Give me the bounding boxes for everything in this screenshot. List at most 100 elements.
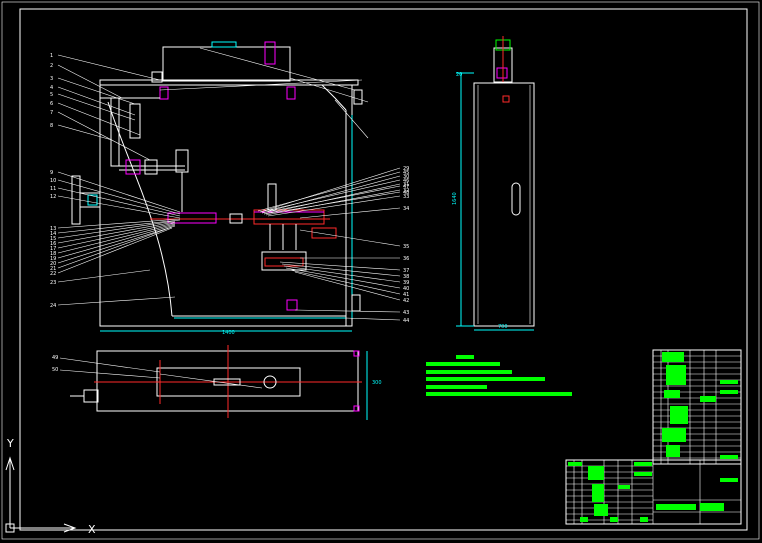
ucs-icon: Y X xyxy=(5,437,96,536)
callout-number: 9 xyxy=(50,170,53,176)
callout-number: 40 xyxy=(403,286,409,292)
leader-left xyxy=(57,171,181,213)
callout-number: 17 xyxy=(50,246,56,252)
callout-number: 38 xyxy=(403,274,409,280)
callout-number: 39 xyxy=(403,280,409,286)
leader-left xyxy=(57,219,181,234)
leader-right xyxy=(279,261,401,271)
bom-text-block xyxy=(662,428,686,442)
callout-number: 43 xyxy=(403,310,409,316)
leader-left xyxy=(57,86,136,116)
callout-number: 21 xyxy=(50,266,56,272)
lower-assembly xyxy=(261,251,307,271)
callout-number: 30 xyxy=(403,174,409,180)
bom-text-block xyxy=(618,485,630,489)
callout-number: 24 xyxy=(50,303,56,309)
leader-right xyxy=(289,269,401,295)
top-view: 300 49 50 xyxy=(52,345,382,420)
leader-left xyxy=(57,77,136,105)
callout-number: 10 xyxy=(50,178,56,184)
callout-number: 41 xyxy=(403,292,409,298)
leader-left xyxy=(57,296,176,306)
callout-number: 48 xyxy=(403,190,409,196)
leader-top-1 xyxy=(199,47,356,91)
callout-number: 18 xyxy=(50,251,56,257)
top-left-fitting xyxy=(151,71,163,83)
lid-handle xyxy=(211,41,237,48)
bom-text-block xyxy=(580,517,588,522)
callout-number: 23 xyxy=(50,280,56,286)
valve-2 xyxy=(125,159,141,175)
leader-right xyxy=(294,309,401,313)
leader-right xyxy=(261,185,401,214)
leader-right xyxy=(294,271,401,301)
callout-number: 16 xyxy=(50,241,56,247)
bom-text-block xyxy=(670,406,688,424)
callout-number: 22 xyxy=(50,271,56,277)
callout-number: 7 xyxy=(50,110,53,116)
leader-right xyxy=(285,267,401,289)
side-handle-mark xyxy=(502,95,510,103)
callout-number: 33 xyxy=(403,194,409,200)
ucs-origin-box xyxy=(5,523,15,533)
callout-number: 37 xyxy=(403,268,409,274)
bom-text-block xyxy=(656,504,696,510)
bom-table-lower xyxy=(565,459,742,525)
bom-text-block xyxy=(640,517,648,522)
width-dimension-text: 1400 xyxy=(222,330,235,336)
notes-heading-bar xyxy=(456,355,474,359)
callout-number: 1 xyxy=(50,53,53,59)
mount-top-right xyxy=(286,86,296,100)
housing-outline xyxy=(99,85,353,327)
callout-number: 19 xyxy=(50,256,56,262)
leader-left xyxy=(57,226,173,269)
leader-right xyxy=(257,171,401,212)
valve-4 xyxy=(175,149,189,173)
callout-number: 8 xyxy=(50,123,53,129)
plan-height-text: 300 xyxy=(372,380,382,386)
front-view: 1400 12345678910111213141516171819202122… xyxy=(50,41,409,336)
leader-left xyxy=(57,64,123,99)
callout-number: 42 xyxy=(403,298,409,304)
bom-grid xyxy=(566,350,742,524)
bom-text-block xyxy=(720,380,738,384)
side-fitting-detail xyxy=(496,67,508,79)
bom-text-block xyxy=(720,455,738,459)
note-line-4 xyxy=(426,385,487,389)
note-line-2 xyxy=(426,370,512,374)
leader-left xyxy=(57,111,151,161)
callout-number: 36 xyxy=(403,256,409,262)
plan-callout-2: 50 xyxy=(52,367,58,373)
callout-number: 34 xyxy=(403,206,409,212)
leader-left xyxy=(57,220,176,239)
bom-text-block xyxy=(610,517,618,522)
right-fitting xyxy=(311,227,337,239)
callout-number: 32 xyxy=(403,188,409,194)
leader-right xyxy=(283,265,401,283)
side-housing xyxy=(473,82,535,327)
leader-right xyxy=(344,317,401,321)
plan-shaft xyxy=(213,378,241,386)
callout-number: 5 xyxy=(50,92,53,98)
bom-text-block xyxy=(700,396,716,402)
shaft-coupler xyxy=(229,213,243,224)
leader-right xyxy=(267,195,401,217)
callout-number: 14 xyxy=(50,231,56,237)
right-bracket xyxy=(353,89,363,105)
top-flange xyxy=(99,79,359,86)
leader-left xyxy=(57,223,176,254)
leader-left xyxy=(57,187,181,217)
leader-left xyxy=(57,218,181,229)
bom-text-block xyxy=(700,503,724,511)
leader-right xyxy=(259,179,401,213)
bom-text-block xyxy=(666,365,686,385)
leader-left xyxy=(57,225,176,264)
ucs-x-arrow xyxy=(63,523,77,533)
left-knob-cap xyxy=(87,194,98,206)
bom-text-block xyxy=(568,462,582,466)
mount-bottom xyxy=(286,299,298,311)
leader-right xyxy=(299,207,401,219)
